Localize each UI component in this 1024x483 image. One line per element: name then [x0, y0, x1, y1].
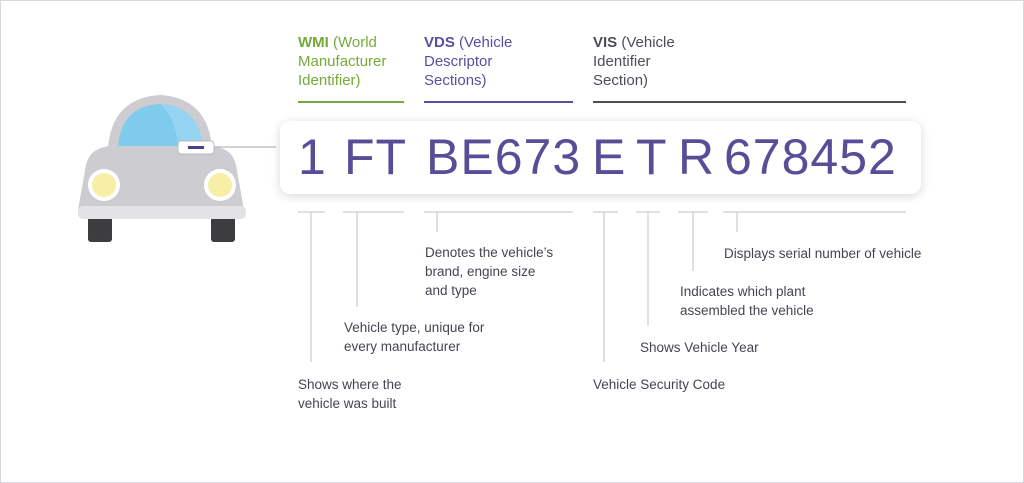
desc-type-line2: every manufacturer	[344, 339, 461, 354]
desc-serial: Displays serial number of vehicle	[724, 244, 921, 263]
desc-type-line1: Vehicle type, unique for	[344, 320, 485, 335]
desc-serial-line1: Displays serial number of vehicle	[724, 246, 922, 261]
header-vds-abbr: VDS	[424, 34, 455, 51]
header-vds-line1: (Vehicle	[454, 34, 513, 51]
header-vis-abbr: VIS	[593, 34, 618, 51]
header-vds-line2: Descriptor	[424, 53, 493, 70]
desc-year: Shows Vehicle Year	[640, 338, 759, 357]
desc-country-line1: Shows where the	[298, 377, 402, 392]
desc-plant: Indicates which plant assembled the vehi…	[680, 282, 814, 320]
header-vis: VIS (Vehicle Identifier Section)	[593, 33, 675, 90]
header-wmi-line3: Identifier)	[298, 72, 361, 89]
header-wmi-underline	[298, 101, 404, 103]
desc-country-line2: vehicle was built	[298, 396, 397, 411]
header-vds: VDS (Vehicle Descriptor Sections)	[424, 33, 512, 90]
desc-security-line1: Vehicle Security Code	[593, 377, 726, 392]
header-wmi: WMI (World Manufacturer Identifier)	[298, 33, 386, 90]
vin-segment-descriptor: BE673	[426, 129, 582, 185]
vin-segment-country: 1	[298, 129, 327, 185]
vin-segment-serial: 678452	[724, 129, 897, 185]
desc-country: Shows where the vehicle was built	[298, 375, 402, 413]
desc-brand-line1: Denotes the vehicle’s	[425, 245, 554, 260]
header-vis-line1: (Vehicle	[617, 34, 675, 51]
desc-type: Vehicle type, unique for every manufactu…	[344, 318, 484, 356]
header-vis-line2: Identifier	[593, 53, 651, 70]
header-wmi-abbr: WMI	[298, 34, 329, 51]
header-vds-underline	[424, 101, 573, 103]
desc-brand-line3: and type	[425, 283, 477, 298]
vin-segment-security: E	[592, 129, 627, 185]
header-vis-underline	[593, 101, 906, 103]
vin-segment-manufacturer: FT	[344, 129, 408, 185]
desc-brand-line2: brand, engine size	[425, 264, 536, 279]
desc-year-line1: Shows Vehicle Year	[640, 340, 759, 355]
header-vds-line3: Sections)	[424, 72, 487, 89]
header-wmi-line1: (World	[328, 34, 377, 51]
header-wmi-line2: Manufacturer	[298, 53, 387, 70]
car-front-icon	[78, 95, 276, 242]
vin-box: 1 FT BE673 E T R 678452	[280, 121, 921, 194]
header-vis-line3: Section)	[593, 72, 649, 89]
desc-plant-line2: assembled the vehicle	[680, 303, 814, 318]
desc-security: Vehicle Security Code	[593, 375, 725, 394]
desc-brand: Denotes the vehicle’s brand, engine size…	[425, 243, 553, 300]
vin-segment-year: T	[636, 129, 668, 185]
desc-plant-line1: Indicates which plant	[680, 284, 806, 299]
vin-segment-plant: R	[678, 129, 716, 185]
